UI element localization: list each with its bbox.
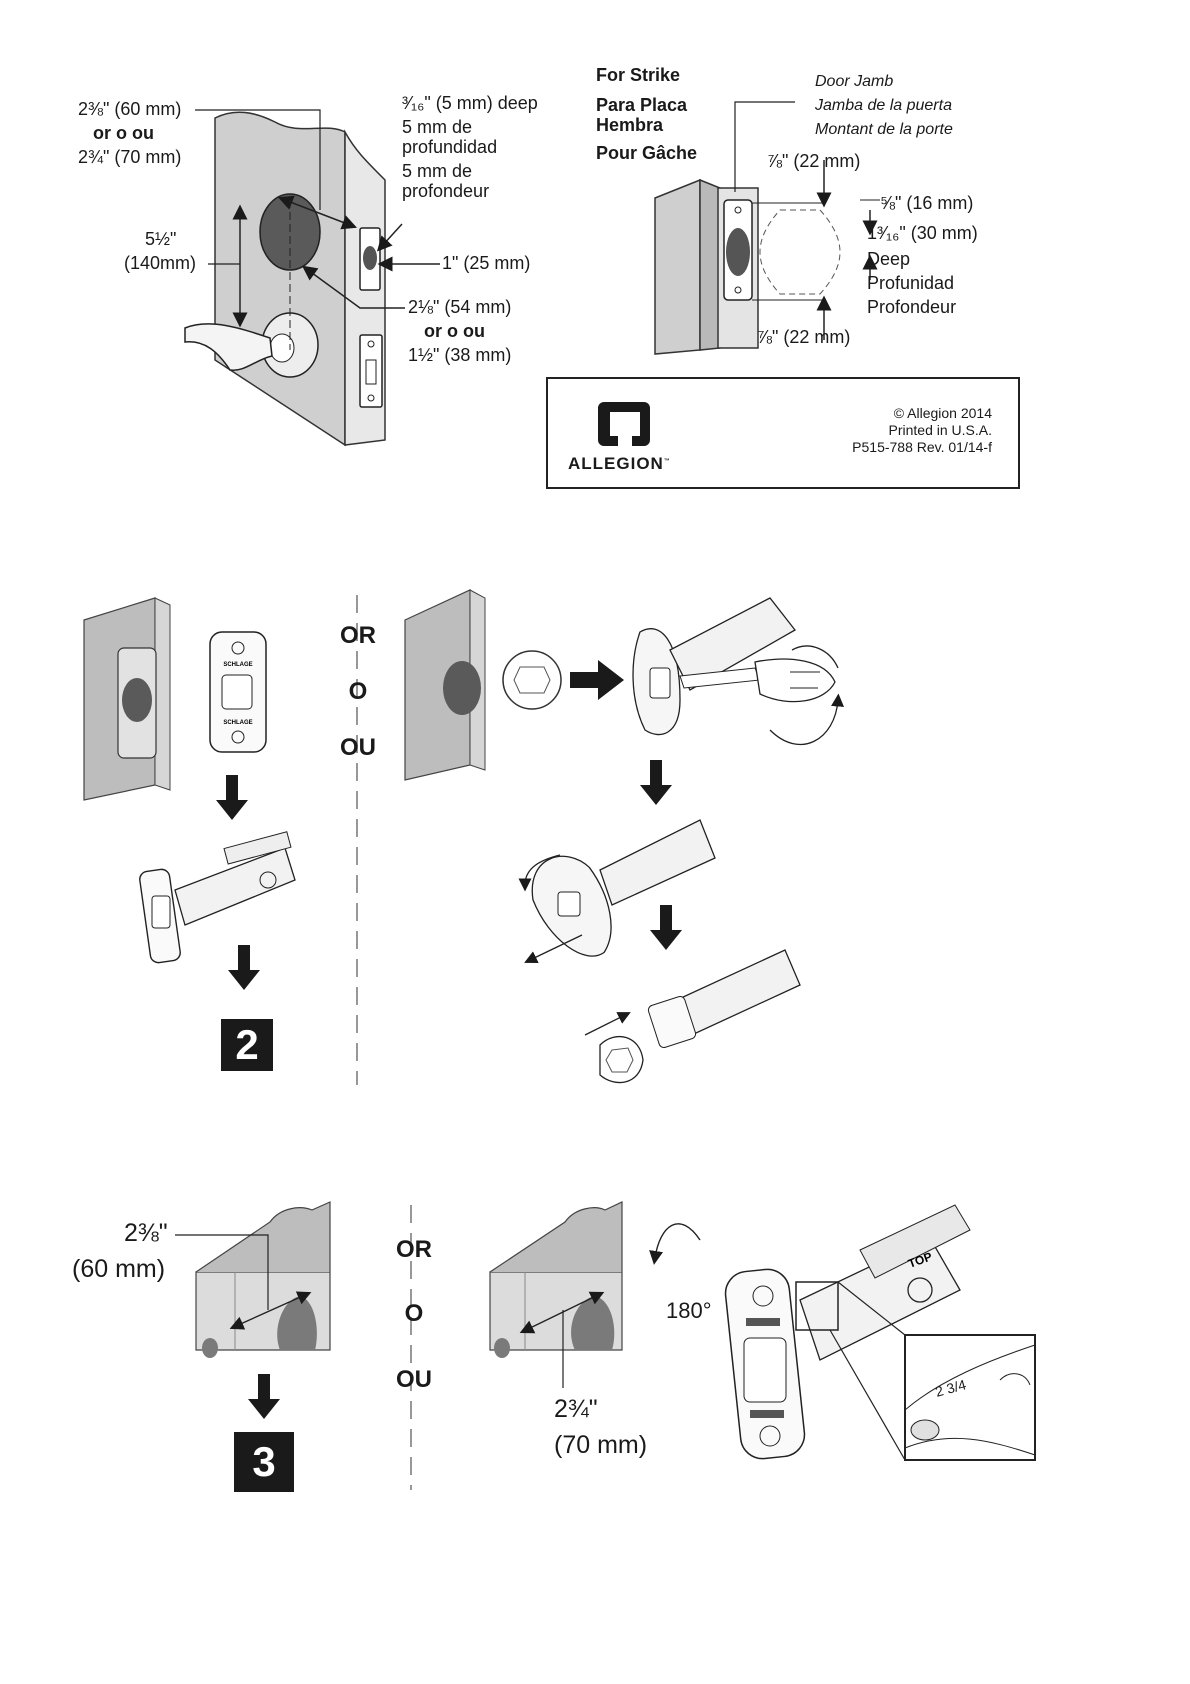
latch-stamp-top: SCHLAGE	[223, 662, 252, 668]
copyright-block: © Allegion 2014 Printed in U.S.A. P515-7…	[852, 405, 992, 456]
height-label-2: (140mm)	[124, 253, 197, 273]
depth-label-2: 5 mm de	[402, 117, 473, 137]
or-label-s3-3: OU	[396, 1366, 432, 1393]
backset-or: or o ou	[93, 123, 154, 143]
latch-assembly-rotate: TOP	[724, 1204, 971, 1460]
rotate-180-label: 180°	[666, 1298, 712, 1323]
copyright-line-1: © Allegion 2014	[893, 405, 992, 421]
or-label-s2-3: OU	[340, 734, 376, 761]
strike-title-1: For Strike	[596, 65, 681, 85]
edge-hole-label: 1" (25 mm)	[442, 253, 531, 273]
latch-options-diagram: SCHLAGE SCHLAGE	[83, 589, 844, 1085]
depth-label-4: 5 mm de	[402, 161, 473, 181]
or-label-s3-2: O	[404, 1300, 424, 1327]
or-label-s3-1: OR	[396, 1236, 432, 1263]
strike-jamb-diagram	[654, 101, 880, 355]
backset-60-label-1: 2⅜"	[124, 1219, 168, 1247]
copyright-line-2: Printed in U.S.A.	[888, 422, 993, 438]
allegion-logo-mark	[598, 402, 650, 446]
bore-or: or o ou	[424, 321, 485, 341]
backset-70-label-1: 2¾"	[554, 1395, 598, 1423]
bore-label-2: 1½" (38 mm)	[408, 345, 512, 365]
latch-stamp-bottom: SCHLAGE	[223, 720, 252, 726]
copyright-line-3: P515-788 Rev. 01/14-f	[852, 439, 992, 455]
depth-label-1: ³⁄₁₆" (5 mm) deep	[402, 93, 538, 113]
strike-top-offset: ⅞" (22 mm)	[767, 151, 861, 171]
backset-label-2: 2¾" (70 mm)	[78, 147, 182, 167]
strike-depth-2: Deep	[867, 249, 911, 269]
jamb-label-1: Door Jamb	[815, 73, 894, 90]
brand-wordmark: ALLEGION™	[568, 454, 671, 473]
height-label-1: 5½"	[145, 229, 177, 249]
or-label-s2-2: O	[348, 678, 368, 705]
strike-depth-1: 1³⁄₁₆" (30 mm)	[867, 223, 978, 243]
latch-assembly-1	[139, 831, 296, 964]
strike-title-4: Pour Gâche	[596, 143, 698, 163]
backset-60-label-2: (60 mm)	[72, 1255, 166, 1283]
backset-diagram: TOP	[175, 1201, 1036, 1490]
step-2-badge: 2	[221, 1019, 273, 1071]
bore-label-1: 2⅛" (54 mm)	[408, 297, 512, 317]
backset-label-1: 2⅜" (60 mm)	[78, 99, 182, 119]
strike-depth-3: Profunidad	[867, 273, 955, 293]
strike-bottom-offset: ⅞" (22 mm)	[757, 327, 851, 347]
strike-depth-4: Profondeur	[867, 297, 957, 317]
jamb-label-2: Jamba de la puerta	[815, 97, 952, 114]
jamb-label-3: Montant de la porte	[815, 121, 953, 138]
latch-assembly-sleeve	[584, 949, 801, 1084]
strike-title-3: Hembra	[596, 115, 664, 135]
latch-assembly-screwdriver	[632, 597, 844, 746]
door-bore-diagram	[184, 109, 440, 447]
brand-box: ALLEGION™ © Allegion 2014 Printed in U.S…	[546, 377, 1020, 489]
step-3-badge: 3	[234, 1432, 294, 1492]
strike-width: ⅝" (16 mm)	[880, 193, 974, 213]
backset-70-label-2: (70 mm)	[554, 1431, 648, 1459]
latch-assembly-removing-plate	[518, 819, 716, 964]
strike-title-2: Para Placa	[596, 95, 688, 115]
depth-label-5: profondeur	[402, 181, 490, 201]
or-label-s2-1: OR	[340, 622, 376, 649]
depth-label-3: profundidad	[402, 137, 498, 157]
